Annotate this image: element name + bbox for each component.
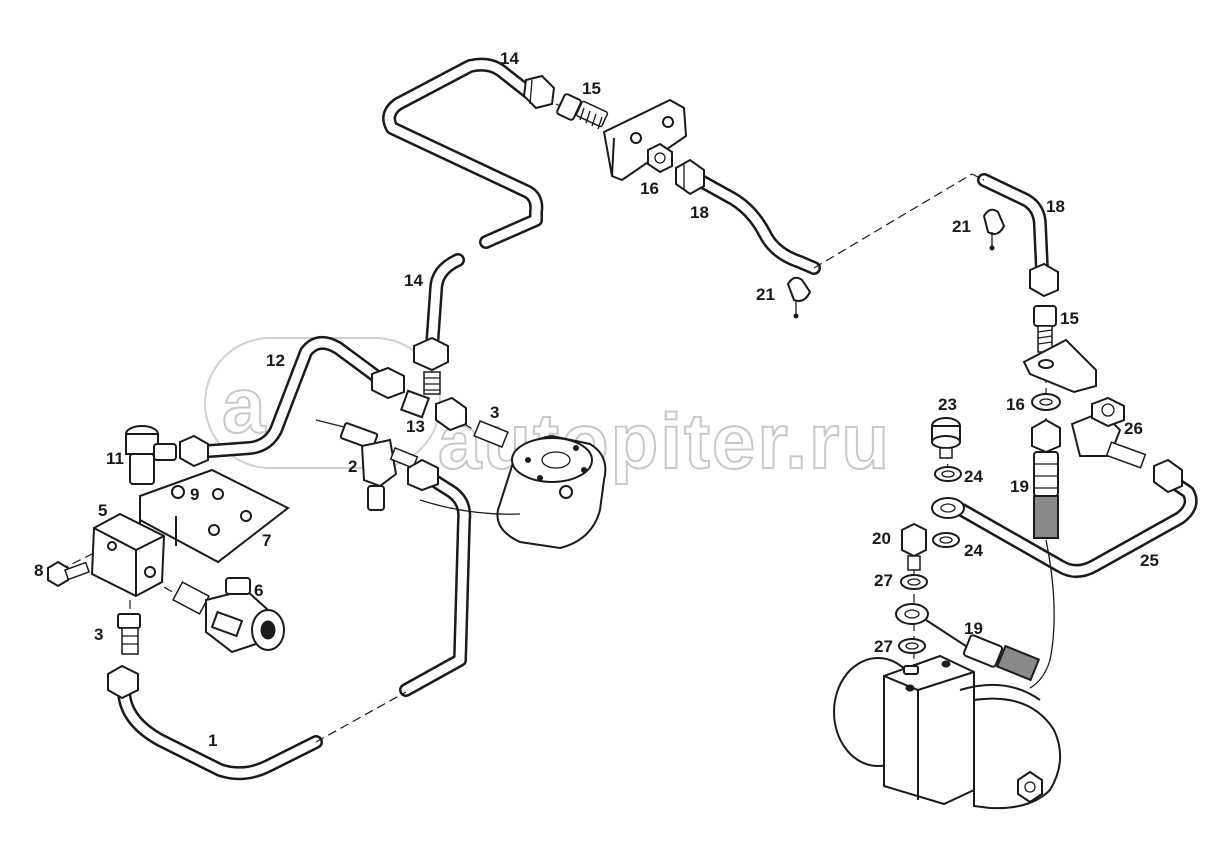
callout-1: 1 — [208, 731, 217, 750]
pipe-clip-21-left — [786, 276, 812, 319]
brake-valve-body — [833, 654, 1062, 810]
callout-16a: 16 — [640, 179, 659, 198]
callout-6: 6 — [254, 581, 263, 600]
adapter-15-right — [1033, 305, 1057, 353]
callout-labels: 1 2 3 3 5 6 7 8 9 11 12 13 14 14 15 15 1… — [34, 49, 1159, 750]
tee-fitting-26 — [1070, 396, 1183, 494]
callout-12: 12 — [266, 351, 285, 370]
pipe-1 — [117, 683, 323, 781]
callout-24b: 24 — [964, 541, 983, 560]
bulkhead-plate — [602, 98, 688, 182]
pipe-14-upper — [382, 57, 544, 249]
callout-15a: 15 — [582, 79, 601, 98]
callout-26: 26 — [1124, 419, 1143, 438]
mounting-bracket-7 — [139, 468, 290, 571]
bracket-plate-right — [1022, 338, 1097, 394]
callout-5: 5 — [98, 501, 107, 520]
union-nut-18-right — [1029, 262, 1059, 298]
tee-fitting-13 — [399, 389, 509, 449]
adapter-13 — [423, 371, 441, 395]
callout-3b: 3 — [94, 625, 103, 644]
banjo-bolt-20 — [901, 522, 927, 571]
callout-27a: 27 — [874, 571, 893, 590]
callout-14b: 14 — [404, 271, 423, 290]
union-nut-14 — [522, 74, 556, 110]
watermark-logo-letter: a — [222, 361, 267, 449]
watermark-text: autopiter.ru — [438, 397, 891, 485]
washer-24-lower — [932, 532, 960, 548]
callout-21a: 21 — [756, 285, 775, 304]
callout-3a: 3 — [490, 403, 499, 422]
lock-nut-16-right — [1031, 393, 1061, 411]
callout-20: 20 — [872, 529, 891, 548]
elbow-fitting-11 — [125, 425, 209, 485]
callout-7: 7 — [262, 531, 271, 550]
pipe-18-right — [977, 173, 1049, 277]
callout-18a: 18 — [690, 203, 709, 222]
callout-9: 9 — [190, 485, 199, 504]
pipe-18-upper — [685, 169, 821, 275]
banjo-fitting-2 — [315, 419, 439, 511]
banjo-eye-lower — [895, 603, 973, 651]
callout-24a: 24 — [964, 467, 983, 486]
banjo-bolt-23 — [931, 417, 961, 459]
adapter-15-top — [556, 93, 609, 130]
valve-block-5 — [90, 512, 166, 598]
pipe-clip-21-right — [982, 208, 1006, 251]
union-nut-1 — [107, 664, 139, 700]
callout-16b: 16 — [1006, 395, 1025, 414]
union-nut-12 — [371, 366, 405, 400]
lock-nut-16 — [647, 142, 673, 174]
callout-21b: 21 — [952, 217, 971, 236]
hose-19-upper — [1031, 418, 1061, 539]
callout-2: 2 — [348, 457, 357, 476]
pipe-25 — [955, 473, 1198, 578]
pipe-return — [399, 471, 472, 697]
pipe-14-lower — [425, 253, 465, 353]
solenoid-valve-6 — [172, 577, 285, 654]
callout-23: 23 — [938, 395, 957, 414]
callout-27b: 27 — [874, 637, 893, 656]
callout-14a: 14 — [500, 49, 519, 68]
adapter-3-lower — [117, 613, 141, 655]
washer-27-upper — [900, 574, 928, 590]
callout-15b: 15 — [1060, 309, 1079, 328]
callout-19a: 19 — [1010, 477, 1029, 496]
bolt-8 — [47, 560, 91, 588]
callout-25: 25 — [1140, 551, 1159, 570]
washer-24-upper — [934, 466, 962, 482]
pipe-12 — [189, 335, 391, 459]
banjo-eye-upper — [931, 497, 965, 519]
governor-valve-block — [419, 434, 607, 550]
callout-8: 8 — [34, 561, 43, 580]
hose-19-lower — [963, 634, 1041, 682]
callout-13: 13 — [406, 417, 425, 436]
callout-19b: 19 — [964, 619, 983, 638]
washer-27-lower — [898, 638, 926, 654]
callout-11: 11 — [106, 449, 124, 468]
union-nut-14-lower — [413, 336, 449, 372]
callout-18b: 18 — [1046, 197, 1065, 216]
union-nut-18 — [675, 158, 705, 196]
